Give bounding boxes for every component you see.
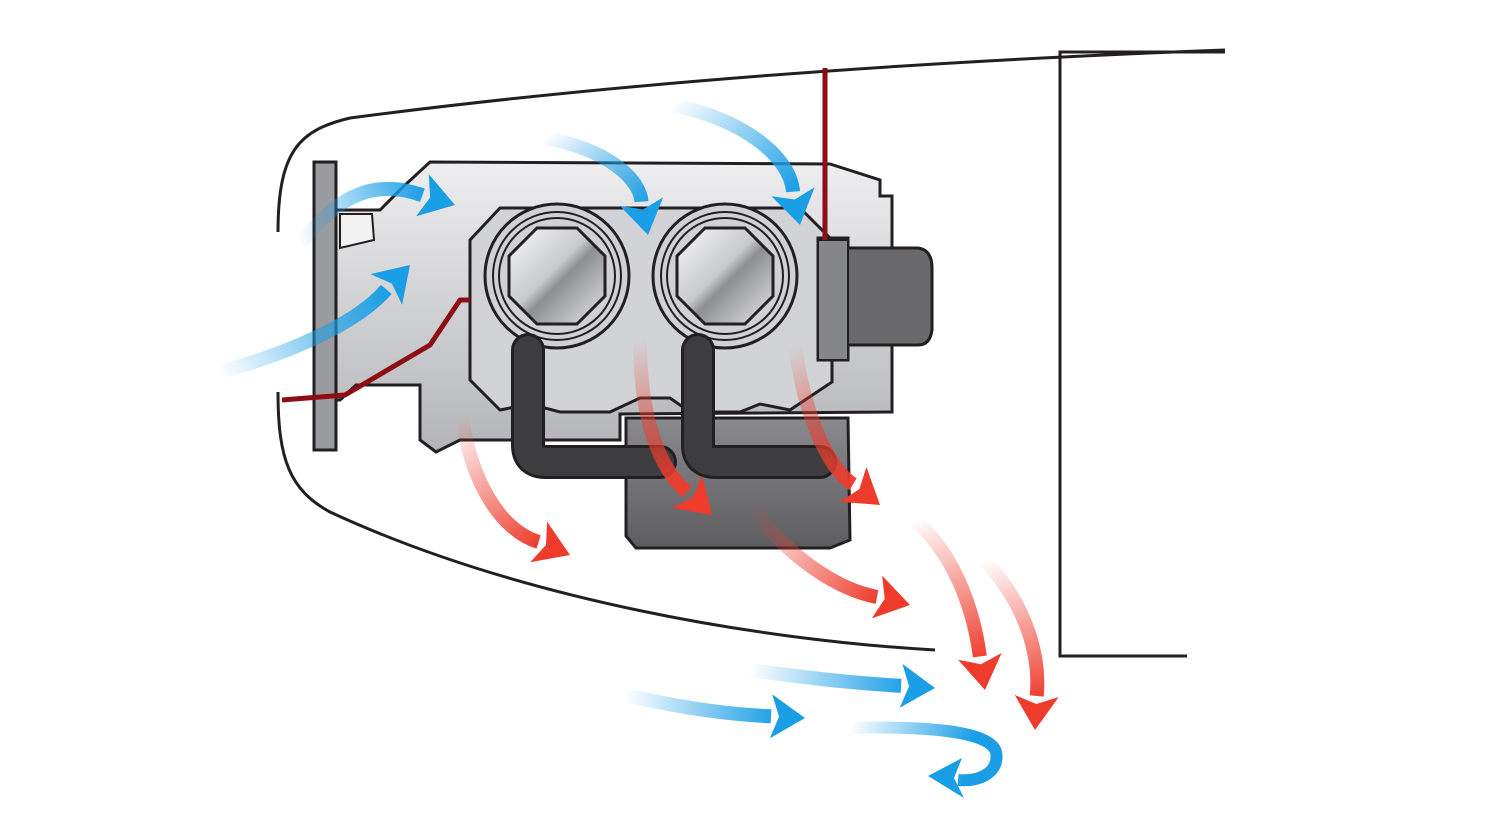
exhaust-pipes [511, 333, 837, 479]
cool-arrow-shaft [218, 284, 392, 379]
hot-arrow-shaft [788, 344, 858, 491]
cooling-air-arrows [218, 98, 1003, 798]
cowling-bottom-line [276, 391, 936, 652]
cool-arrow-shaft [749, 663, 902, 693]
cool-arrow-head [769, 694, 805, 739]
cylinder-right-cap [675, 226, 775, 326]
hot-arrow-shaft [979, 555, 1045, 697]
cool-arrow-head [928, 758, 964, 798]
cylinder-right [651, 202, 799, 350]
hot-arrow-shaft [455, 414, 542, 549]
cowling-outline [276, 48, 1226, 658]
cool-arrow-head [771, 187, 815, 225]
cool-arrow-head [416, 174, 455, 217]
hot-arrow-head [1014, 694, 1059, 730]
cylinder-left [483, 202, 631, 350]
hot-arrow-head [871, 575, 910, 619]
cool-arrow-head [619, 197, 664, 235]
crankcase-nose [339, 213, 376, 250]
hot-arrow-shaft [910, 514, 987, 658]
wire-front [281, 297, 470, 403]
cool-arrow-shaft [543, 131, 649, 203]
cool-arrow-shaft [294, 181, 425, 250]
hot-arrow-head [672, 475, 712, 515]
hot-arrow-head [958, 653, 1002, 690]
hot-arrow-head [530, 521, 570, 563]
cowling-top-line [276, 48, 1226, 233]
hot-arrow-shaft [744, 500, 879, 604]
cool-arrow-head [370, 265, 410, 305]
heated-air-arrows [455, 339, 1059, 730]
cool-arrow-head [899, 663, 935, 708]
cool-arrow-curl [849, 721, 1003, 787]
firewall-line [1058, 50, 1225, 658]
cool-arrow-shaft [623, 688, 772, 724]
cool-arrow-shaft [670, 98, 801, 193]
hot-arrow-head [839, 466, 880, 505]
accessory-flange [817, 239, 849, 361]
hot-arrow-shaft [633, 339, 692, 498]
cylinder-left-cap [507, 226, 607, 326]
wiring [281, 68, 828, 403]
